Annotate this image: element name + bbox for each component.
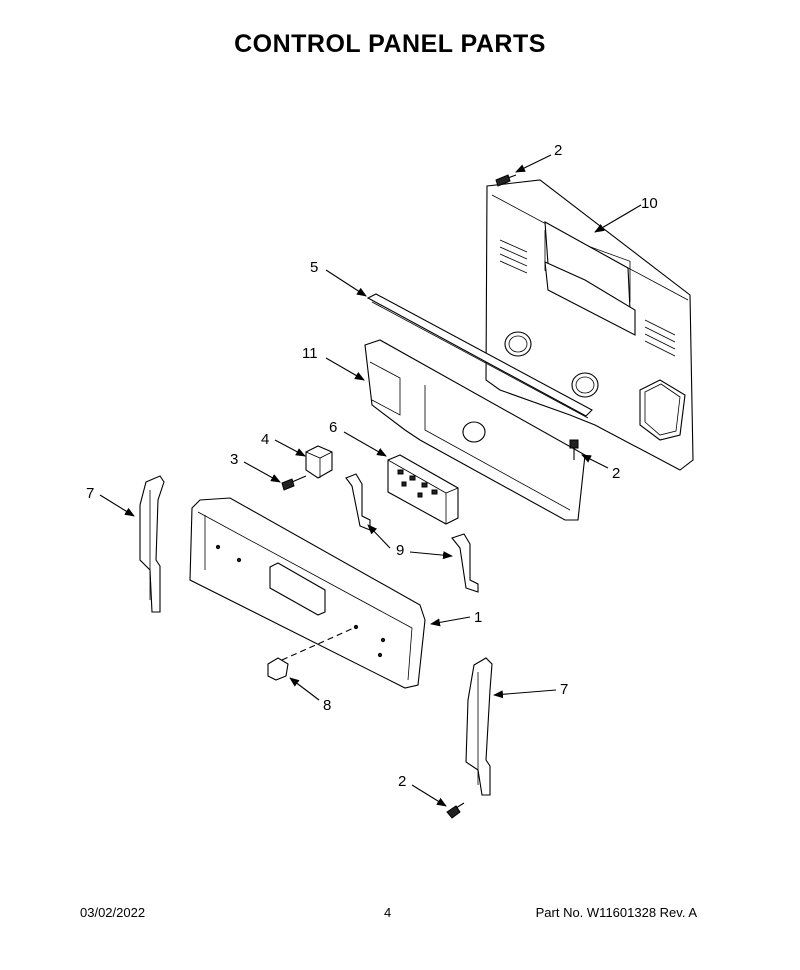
screw-part-2-top xyxy=(495,174,517,187)
footer-page-number: 4 xyxy=(384,905,392,920)
trim-strip-part-5 xyxy=(366,293,593,419)
control-board-part-6 xyxy=(387,454,459,525)
screw-part-2-bottom xyxy=(446,802,465,819)
leader-lines xyxy=(99,154,642,807)
footer-part-number: Part No. W11601328 Rev. A xyxy=(535,905,697,920)
page-title: CONTROL PANEL PARTS xyxy=(234,30,546,58)
knob-part-8 xyxy=(267,626,357,681)
callout-7-left: 7 xyxy=(86,485,94,502)
control-panel-frame-part-11 xyxy=(364,339,586,521)
control-panel-console-part-1 xyxy=(189,497,426,689)
footer-date: 03/02/2022 xyxy=(80,905,146,920)
callout-2-middle: 2 xyxy=(612,465,620,482)
callout-9: 9 xyxy=(396,542,404,559)
bracket-part-9-right xyxy=(451,533,479,593)
callout-10: 10 xyxy=(641,195,658,212)
callout-1: 1 xyxy=(474,609,482,626)
screw-part-2-middle xyxy=(569,439,579,460)
callout-3: 3 xyxy=(230,451,238,468)
rear-panel-part-10 xyxy=(485,179,694,471)
callout-11: 11 xyxy=(302,345,318,362)
side-bracket-part-7-left xyxy=(139,475,165,613)
callout-6: 6 xyxy=(329,419,337,436)
callout-5: 5 xyxy=(310,259,318,276)
screw-part-3 xyxy=(281,475,307,491)
callout-2-bottom: 2 xyxy=(398,773,406,790)
callout-8: 8 xyxy=(323,697,331,714)
callout-7-right: 7 xyxy=(560,681,568,698)
bracket-part-9-left xyxy=(345,473,371,531)
callout-2-top: 2 xyxy=(554,142,562,159)
side-bracket-part-7-right xyxy=(465,657,493,796)
callout-4: 4 xyxy=(261,431,269,448)
switch-part-4 xyxy=(305,445,333,479)
